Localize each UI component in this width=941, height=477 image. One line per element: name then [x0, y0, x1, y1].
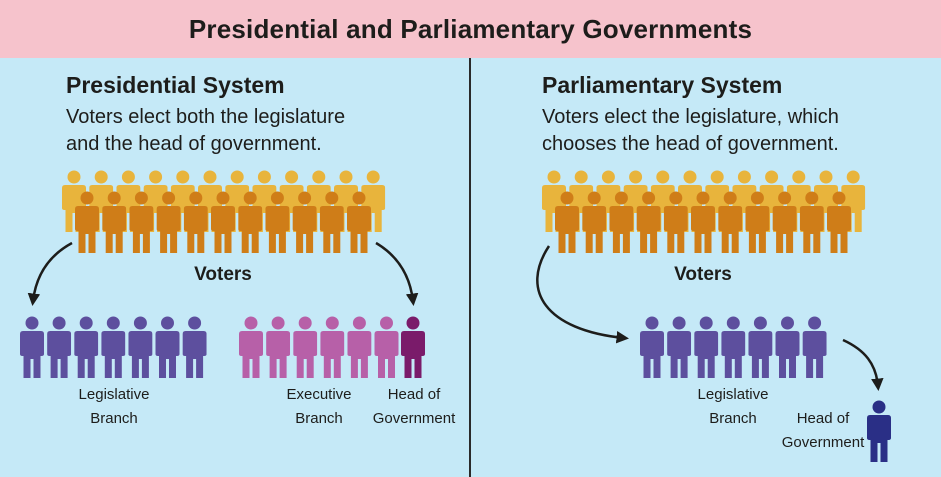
presidential-legislative-branch-group	[20, 316, 207, 378]
legislator-figure	[721, 316, 746, 378]
head-of-government-figure	[401, 316, 425, 378]
presidential-description: Voters elect both the legislature and th…	[66, 104, 345, 158]
legislator-figure	[802, 316, 827, 378]
legislator-figure	[748, 316, 773, 378]
legislator-figure	[667, 316, 692, 378]
parliamentary-voters-crowd	[542, 170, 866, 253]
parliamentary-arrow-to-legislature	[536, 245, 629, 344]
executive-figure	[320, 316, 345, 378]
presidential-description-line-2: and the head of government.	[66, 133, 322, 155]
parliamentary-head-label-line-1: Head of	[797, 410, 850, 427]
legislator-figure	[128, 316, 153, 378]
legislator-figure	[101, 316, 126, 378]
executive-figure	[293, 316, 318, 378]
parliamentary-legislative-label-line-2: Branch	[709, 410, 757, 427]
parliamentary-heading: Parliamentary System	[542, 72, 783, 98]
parliamentary-description-line-2: chooses the head of government.	[542, 133, 839, 155]
presidential-executive-branch-group	[239, 316, 399, 378]
parliamentary-voters-front-row	[555, 191, 851, 253]
presidential-description-line-1: Voters elect both the legislature	[66, 106, 346, 128]
parliamentary-description-line-1: Voters elect the legislature, which	[542, 106, 839, 128]
executive-figure	[347, 316, 372, 378]
parliamentary-legislative-label-line-1: Legislative	[698, 386, 769, 403]
executive-figure	[266, 316, 291, 378]
legislator-figure	[694, 316, 719, 378]
legislator-figure	[47, 316, 72, 378]
legislator-figure	[20, 316, 44, 378]
parliamentary-voters-label: Voters	[674, 264, 732, 285]
presidential-legislative-label-line-1: Legislative	[79, 386, 150, 403]
executive-figure	[239, 316, 263, 378]
presidential-executive-label-line-1: Executive	[286, 386, 351, 403]
legislator-figure	[182, 316, 207, 378]
presidential-head-label-line-1: Head of	[388, 386, 441, 403]
presidential-voters-front-row	[75, 191, 371, 253]
presidential-voters-crowd	[62, 170, 386, 253]
legislator-figure	[74, 316, 99, 378]
presidential-executive-label-line-2: Branch	[295, 410, 343, 427]
legislator-figure	[640, 316, 664, 378]
presidential-heading: Presidential System	[66, 72, 285, 98]
presidential-head-of-government-figure	[401, 316, 425, 378]
executive-figure	[374, 316, 399, 378]
presidential-head-label-line-2: Government	[373, 410, 456, 427]
parliamentary-legislative-branch-group	[640, 316, 827, 378]
parliamentary-description: Voters elect the legislature, which choo…	[542, 104, 839, 158]
panel-divider	[469, 58, 471, 477]
presidential-arrow-to-legislature	[27, 241, 73, 306]
presidential-arrow-to-head	[375, 241, 419, 306]
parliamentary-head-label-line-2: Government	[782, 434, 865, 451]
presidential-voters-label: Voters	[194, 264, 252, 285]
head-of-government-figure	[867, 400, 891, 462]
parliamentary-arrow-to-head	[842, 338, 884, 391]
presidential-legislative-label-line-2: Branch	[90, 410, 138, 427]
legislator-figure	[155, 316, 180, 378]
legislator-figure	[775, 316, 800, 378]
page-title: Presidential and Parliamentary Governmen…	[188, 13, 753, 44]
parliamentary-head-of-government-figure	[867, 400, 891, 462]
title-banner: Presidential and Parliamentary Governmen…	[0, 0, 941, 58]
